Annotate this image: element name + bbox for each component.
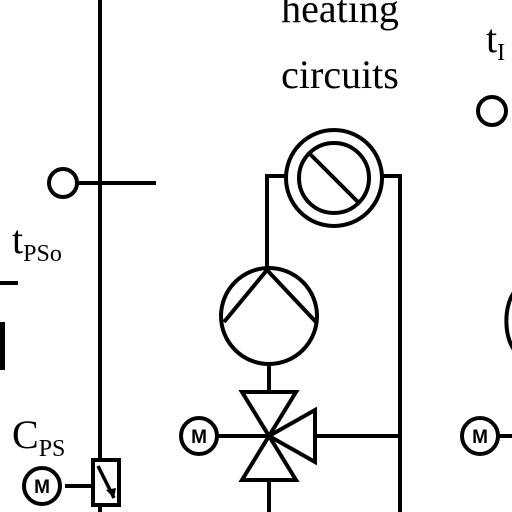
temperature-sensor-icon (476, 95, 508, 127)
sensor-label-tPSo: tPSo (12, 217, 62, 267)
supply-pipe (265, 174, 286, 270)
temperature-sensor-icon (47, 167, 79, 199)
circulation-pump-icon (219, 266, 319, 366)
heat-exchanger-icon (284, 128, 384, 228)
partial-pump-icon (504, 291, 512, 351)
capacity-label-CPS: CPS (12, 412, 65, 462)
motor-icon: M (179, 416, 219, 456)
motor-icon: M (22, 466, 62, 506)
sensor-label-right: tI (486, 16, 505, 66)
svg-text:M: M (34, 477, 50, 498)
heading-line-1: heating (281, 0, 399, 31)
svg-text:M: M (472, 427, 488, 448)
heading-line-2: circuits (281, 52, 399, 97)
electric-heater-icon (91, 458, 121, 507)
svg-text:M: M (191, 427, 207, 448)
motor-icon: M (460, 416, 500, 456)
return-pipe (382, 174, 402, 512)
